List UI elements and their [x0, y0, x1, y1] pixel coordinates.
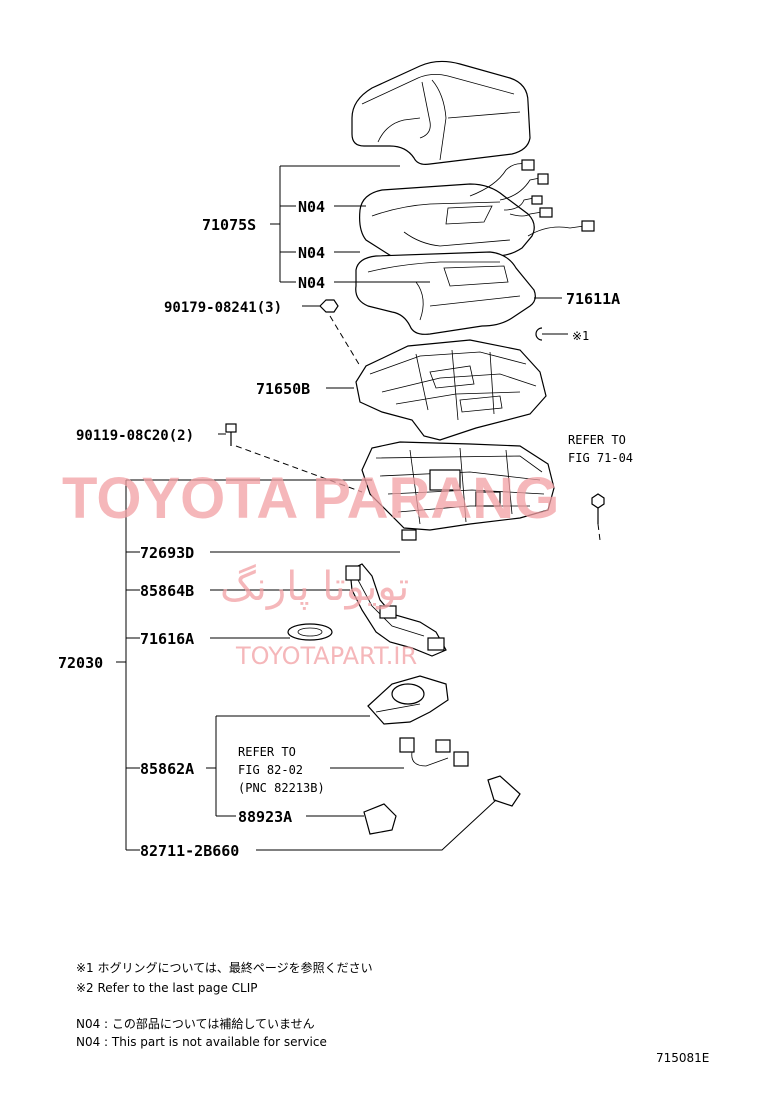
label-71650b: 71650B — [256, 380, 310, 398]
label-85862a: 85862A — [140, 760, 194, 778]
label-fig-71-04: FIG 71-04 — [568, 451, 633, 465]
bolt-icon — [225, 423, 237, 446]
label-88923a: 88923A — [238, 808, 292, 826]
label-refer-to-2: REFER TO — [238, 745, 296, 759]
label-72693d: 72693D — [140, 544, 194, 562]
watermark-brand: TOYOTA PARANG — [62, 466, 559, 531]
seat-foam-pad-illustration — [355, 251, 536, 335]
seat-cushion-pad-illustration — [359, 159, 595, 263]
seat-cushion-cover-illustration — [351, 60, 531, 165]
label-n04-b: N04 — [298, 244, 325, 262]
watermark-site: TOYOTAPART.IR — [235, 642, 417, 670]
label-refer-to-1: REFER TO — [568, 433, 626, 447]
label-82711-2b660: 82711-2B660 — [140, 842, 239, 860]
label-n04-c: N04 — [298, 274, 325, 292]
label-71075s: 71075S — [202, 216, 256, 234]
label-72030: 72030 — [58, 654, 103, 672]
seat-spring-frame-illustration — [355, 339, 547, 441]
label-90119-08c20: 90119-08C20(2) — [76, 428, 194, 444]
leader-lines — [116, 165, 568, 851]
wire-harness-illustration — [287, 563, 447, 657]
switch-assembly-illustration — [363, 675, 521, 835]
label-n04-a: N04 — [298, 198, 325, 216]
note-n04-en: N04 : This part is not available for ser… — [76, 1035, 327, 1049]
figure-id: 715081E — [656, 1051, 709, 1065]
label-71611a: 71611A — [566, 290, 620, 308]
label-pnc-82213b: (PNC 82213B) — [238, 781, 325, 795]
note-clip-en: ※2 Refer to the last page CLIP — [76, 981, 258, 995]
label-fig-82-02: FIG 82-02 — [238, 763, 303, 777]
watermark-persian: تویوتا پارنگ — [220, 564, 409, 610]
label-ref1: ※1 — [572, 329, 589, 343]
label-85864b: 85864B — [140, 582, 194, 600]
nut-icon — [319, 299, 339, 313]
note-n04-jp: N04 : この部品については補給していません — [76, 1016, 315, 1031]
label-71616a: 71616A — [140, 630, 194, 648]
seat-frame-illustration — [361, 441, 555, 541]
hog-ring-icon — [535, 327, 543, 341]
note-hog-ring-jp: ※1 ホグリングについては、最終ページを参照ください — [76, 960, 373, 975]
bolt-icon-right — [591, 493, 605, 524]
label-90179-08241: 90179-08241(3) — [164, 300, 282, 316]
